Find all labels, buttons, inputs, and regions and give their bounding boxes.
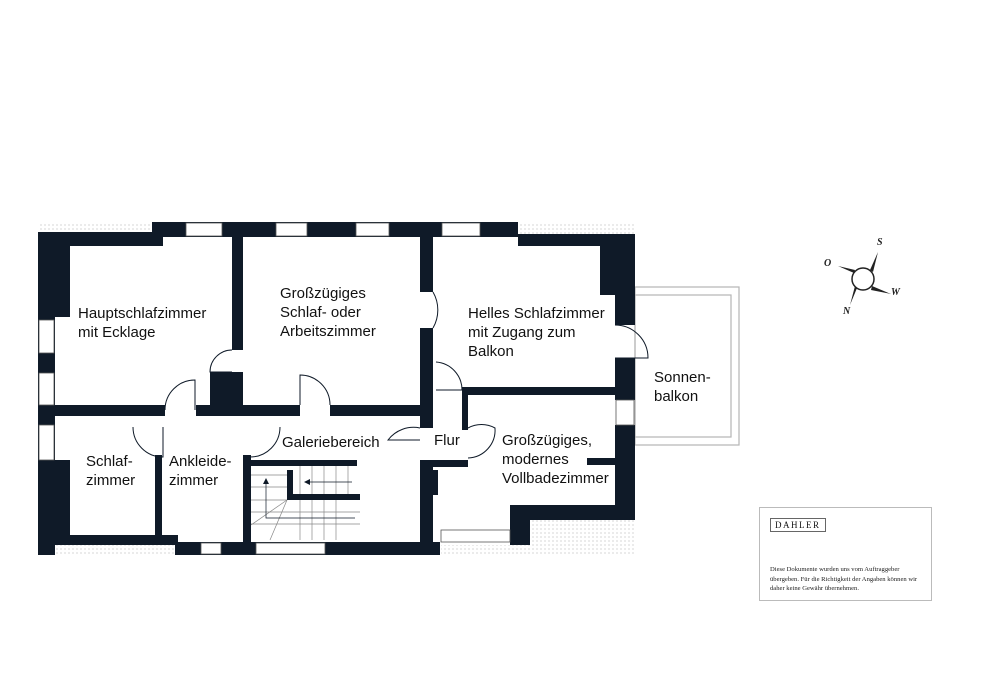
roof-hatch (38, 545, 175, 555)
room-sonnenbalkon: Sonnen- balkon (654, 369, 711, 405)
door-swings (132, 291, 649, 459)
room-helles-schlafzimmer: Helles Schlafzimmer mit Zugang zum Balko… (468, 305, 605, 360)
balcony-outline (634, 286, 740, 446)
windows (38, 222, 635, 555)
roof-hatch (38, 222, 152, 232)
room-arbeitszimmer: Großzügiges Schlaf- oder Arbeitszimmer (280, 285, 376, 340)
staircase (250, 466, 360, 541)
roof-hatch (518, 222, 635, 234)
compass-icon (838, 252, 891, 305)
walls (38, 222, 635, 555)
room-hauptschlafzimmer: Hauptschlafzimmer mit Ecklage (78, 305, 207, 341)
room-flur: Flur (434, 432, 460, 449)
roof-hatch (530, 520, 635, 555)
room-ankleidezimmer: Ankleide- zimmer (169, 453, 232, 489)
disclaimer-text: Diese Dokumente wurden uns vom Auftragge… (770, 566, 918, 592)
roof-hatch (441, 545, 531, 555)
compass-o: O (824, 258, 832, 269)
compass-s: S (877, 237, 883, 248)
room-bad: Großzügiges, modernes Vollbadezimmer (502, 432, 609, 487)
compass-n: N (843, 306, 851, 317)
room-galeriebereich: Galeriebereich (282, 434, 380, 451)
compass-w: W (891, 287, 900, 298)
dahler-logo: DAHLER (770, 518, 826, 532)
disclaimer-box: DAHLER Diese Dokumente wurden uns vom Au… (759, 507, 932, 601)
room-schlafzimmer: Schlaf- zimmer (86, 453, 136, 489)
